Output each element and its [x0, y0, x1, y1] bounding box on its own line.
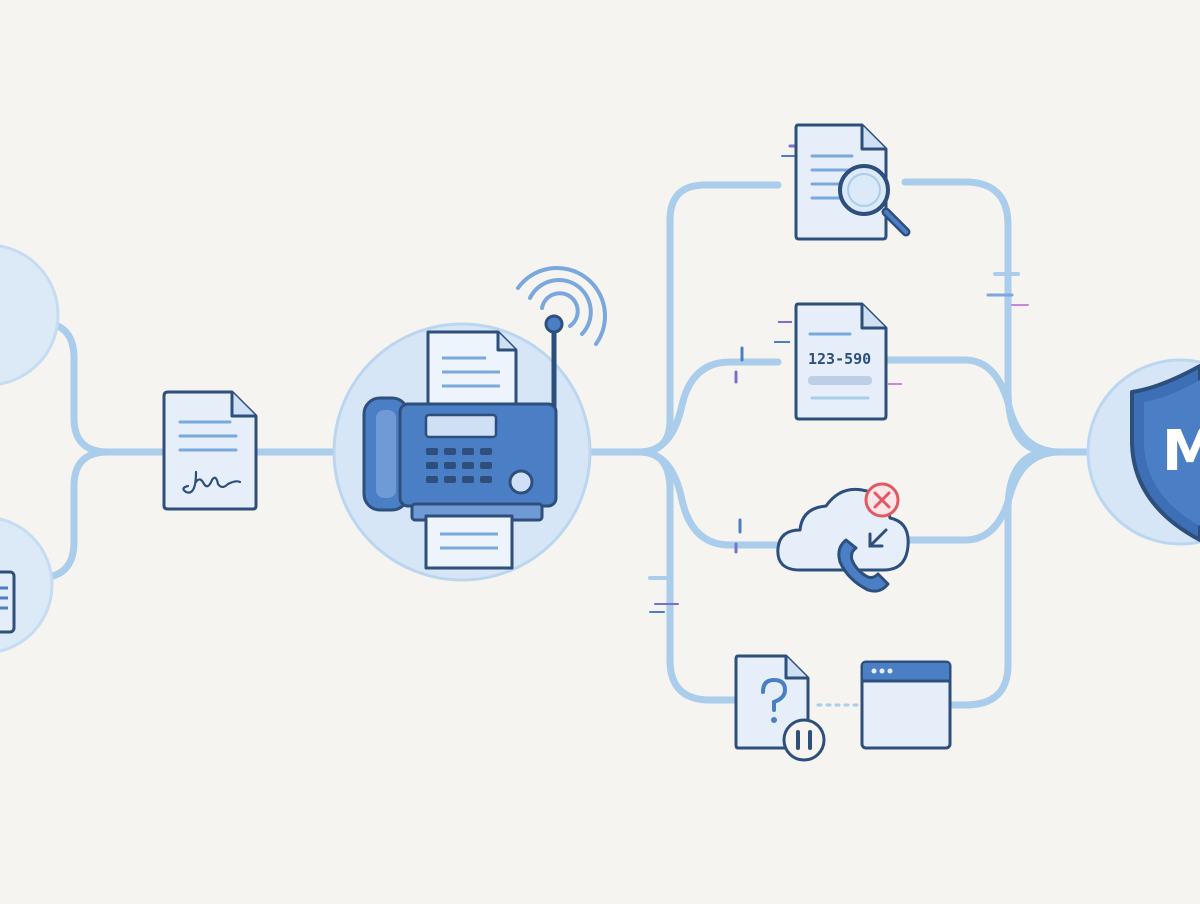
circle-node-icon [0, 244, 60, 386]
phone-icon [837, 538, 890, 593]
close-icon [864, 482, 900, 518]
question-mark-icon [761, 677, 788, 712]
incoming-arrow-icon [868, 528, 888, 548]
browser-window-icon [860, 660, 952, 750]
source-top-node [0, 244, 60, 386]
fax-machine-icon [362, 314, 564, 570]
shield-letter: M [1162, 419, 1200, 484]
signed-document-icon [162, 390, 258, 511]
connector-bottom-to-shield [948, 448, 1054, 709]
connector-branch-top [636, 181, 782, 456]
security-shield-node: M [1086, 358, 1200, 546]
document-search-icon [794, 123, 911, 241]
connector-second-to-shield [884, 356, 1064, 456]
redacted-document-node: 123-590 [774, 302, 902, 421]
browser-window-node [860, 660, 952, 750]
connectors [16, 178, 1104, 709]
signal-waves-icon [516, 265, 607, 346]
document-icon [0, 570, 16, 634]
source-bottom-node [0, 517, 54, 653]
redacted-document-icon: 123-590 [774, 302, 902, 421]
connector-branch-bottom [636, 448, 740, 704]
connector-branch-third [636, 448, 782, 549]
blurred-number [808, 376, 872, 385]
fax-machine-node [332, 265, 607, 582]
review-document-node [794, 123, 911, 241]
signed-document-node [162, 390, 258, 511]
connector-branch-second [636, 358, 782, 456]
unknown-document-node [734, 654, 860, 762]
connector-third-to-shield [906, 448, 1064, 544]
signature-icon [182, 470, 242, 494]
cloud-call-node [776, 482, 910, 593]
pause-icon [782, 718, 826, 762]
shield-icon: M [1130, 364, 1200, 542]
connector-top-to-shield [901, 178, 1104, 456]
number-text: 123-590 [808, 350, 871, 368]
